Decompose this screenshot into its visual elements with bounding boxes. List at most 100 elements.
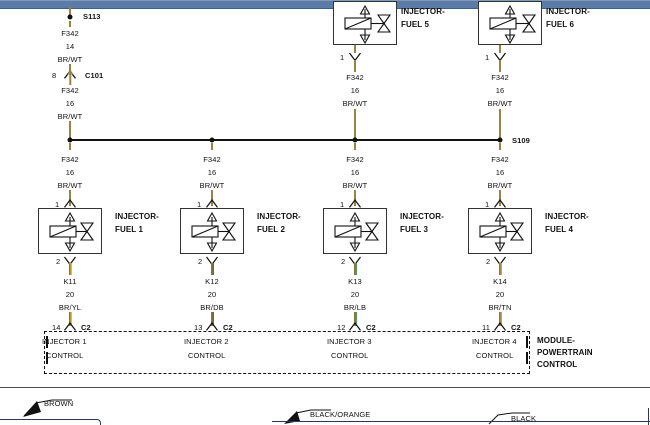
feed-bus-line bbox=[70, 139, 501, 141]
top-header-bar bbox=[0, 0, 650, 9]
splice-label-s109: S109 bbox=[512, 136, 530, 145]
module-left-bracket-lower bbox=[46, 352, 48, 364]
c101-current-arrow bbox=[67, 69, 74, 85]
pin-number-injector-4-bottom: 2 bbox=[486, 257, 491, 266]
wire-above-c101 bbox=[69, 64, 71, 74]
wire-bus-drop-3 bbox=[354, 143, 356, 150]
wire-color-bus-4: BR/WT bbox=[487, 181, 513, 190]
harness-edge-right bbox=[648, 408, 650, 425]
device-label-injector-3-line1: INJECTOR- bbox=[400, 212, 444, 221]
circuit-id-k13: K13 bbox=[348, 277, 362, 286]
wire-gauge-bus-3: 16 bbox=[350, 168, 360, 177]
bottom-separator bbox=[0, 387, 650, 388]
wire-gauge-bus-2: 16 bbox=[207, 168, 217, 177]
connector-chevron-c2-pin11 bbox=[494, 322, 507, 331]
connector-label-c2-1: C2 bbox=[81, 323, 91, 332]
device-injector-fuel-5[interactable] bbox=[333, 1, 397, 45]
device-label-injector-1-line2: FUEL 1 bbox=[115, 225, 144, 234]
wire-color-top: BR/WT bbox=[57, 55, 83, 64]
module-label-line2: POWERTRAIN bbox=[537, 348, 593, 357]
device-injector-fuel-4[interactable] bbox=[468, 208, 532, 254]
wire-gauge-k13: 20 bbox=[350, 290, 360, 299]
circuit-id-k14: K14 bbox=[493, 277, 507, 286]
pcm-pin-function-injector-1-line2: CONTROL bbox=[46, 351, 84, 360]
pcm-pin-function-injector-3-line1: INJECTOR 3 bbox=[327, 337, 372, 346]
wire-color-bus-1: BR/WT bbox=[57, 181, 83, 190]
connector-chevron-injector-4-pin1 bbox=[494, 199, 507, 208]
wire-s113-down bbox=[69, 21, 71, 27]
bus-junction-dot-1 bbox=[67, 137, 73, 143]
device-label-injector-1-line1: INJECTOR- bbox=[115, 212, 159, 221]
connector-label-c2-4: C2 bbox=[511, 323, 521, 332]
harness-shape-left bbox=[0, 419, 101, 425]
wire-injector6-to-bus bbox=[499, 109, 501, 139]
callout-label-black-orange: BLACK/ORANGE bbox=[310, 410, 371, 419]
module-right-bracket-lower bbox=[526, 352, 528, 364]
connector-chevron-injector-1-pin1 bbox=[64, 199, 77, 208]
wire-injector5-stub bbox=[354, 45, 356, 53]
wire-gauge-bus-1: 16 bbox=[65, 168, 75, 177]
wire-k12-upper bbox=[210, 263, 214, 275]
pin-number-injector-1-top: 1 bbox=[55, 200, 60, 209]
pin-number-injector-2-top: 1 bbox=[197, 200, 202, 209]
wire-injector6-stub bbox=[499, 45, 501, 53]
callout-label-brown: BROWN bbox=[44, 399, 74, 408]
connector-chevron-c2-pin13 bbox=[206, 322, 219, 331]
wire-color-injector-5: BR/WT bbox=[342, 99, 368, 108]
wire-gauge-top: 14 bbox=[65, 42, 75, 51]
module-label-line1: MODULE- bbox=[537, 336, 576, 345]
device-label-injector-5-line2: FUEL 5 bbox=[401, 20, 430, 29]
module-left-bracket-upper bbox=[46, 336, 48, 348]
wire-k14-lower bbox=[498, 312, 502, 326]
device-label-injector-6-line1: INJECTOR- bbox=[546, 7, 590, 16]
pcm-pin-function-injector-2-line1: INJECTOR 2 bbox=[184, 337, 229, 346]
callout-arrow-brown bbox=[23, 399, 72, 417]
circuit-id-f342-below-c101: F342 bbox=[61, 86, 79, 95]
pin-number-injector-4-top: 1 bbox=[485, 200, 490, 209]
wire-color-k11: BR/YL bbox=[58, 303, 82, 312]
device-injector-fuel-6[interactable] bbox=[478, 1, 542, 45]
circuit-id-k11: K11 bbox=[63, 277, 77, 286]
wire-k11-upper bbox=[68, 263, 72, 275]
bus-junction-dot-4 bbox=[497, 137, 503, 143]
pin-number-injector-1-bottom: 2 bbox=[56, 257, 61, 266]
module-right-bracket-upper bbox=[526, 336, 528, 348]
wire-gauge-k12: 20 bbox=[207, 290, 217, 299]
wire-bus-drop-2 bbox=[211, 143, 213, 150]
pin-number-c2-14: 14 bbox=[52, 323, 61, 332]
connector-label-c2-3: C2 bbox=[366, 323, 376, 332]
module-label-line3: CONTROL bbox=[537, 360, 578, 369]
pcm-pin-function-injector-4-line1: INJECTOR 4 bbox=[472, 337, 517, 346]
wire-color-bus-2: BR/WT bbox=[199, 181, 225, 190]
circuit-id-injector-6: F342 bbox=[491, 73, 509, 82]
pin-number-injector-3-bottom: 2 bbox=[341, 257, 346, 266]
device-label-injector-2-line1: INJECTOR- bbox=[257, 212, 301, 221]
pin-number-injector-3-top: 1 bbox=[340, 200, 345, 209]
pin-number-c2-12: 12 bbox=[337, 323, 346, 332]
device-label-injector-2-line2: FUEL 2 bbox=[257, 225, 286, 234]
pcm-pin-function-injector-4-line2: CONTROL bbox=[476, 351, 514, 360]
wire-color-k13: BR/LB bbox=[343, 303, 367, 312]
pin-number-c2-13: 13 bbox=[194, 323, 203, 332]
connector-chevron-c2-pin14 bbox=[64, 322, 77, 331]
callout-label-black: BLACK bbox=[511, 414, 537, 423]
wire-bus3-to-injector3 bbox=[354, 190, 356, 206]
connector-chevron-injector-2-pin1 bbox=[206, 199, 219, 208]
device-injector-fuel-3[interactable] bbox=[323, 208, 387, 254]
circuit-id-bus-2: F342 bbox=[203, 155, 221, 164]
device-label-injector-5-line1: INJECTOR- bbox=[401, 7, 445, 16]
module-powertrain-control-box[interactable] bbox=[44, 331, 530, 374]
callout-arrow-black-orange bbox=[284, 409, 331, 424]
device-label-injector-6-line2: FUEL 6 bbox=[546, 20, 575, 29]
wire-gauge-below-c101: 16 bbox=[65, 99, 75, 108]
circuit-id-bus-3: F342 bbox=[346, 155, 364, 164]
circuit-id-k12: K12 bbox=[205, 277, 219, 286]
wire-bus-drop-1 bbox=[69, 143, 71, 150]
connector-chevron-injector-3-pin1 bbox=[349, 199, 362, 208]
circuit-id-bus-1: F342 bbox=[61, 155, 79, 164]
wire-k11-lower bbox=[68, 312, 72, 326]
device-injector-fuel-2[interactable] bbox=[180, 208, 244, 254]
wire-gauge-injector-5: 16 bbox=[350, 86, 360, 95]
device-injector-fuel-1[interactable] bbox=[38, 208, 102, 254]
wire-color-below-c101: BR/WT bbox=[57, 112, 83, 121]
